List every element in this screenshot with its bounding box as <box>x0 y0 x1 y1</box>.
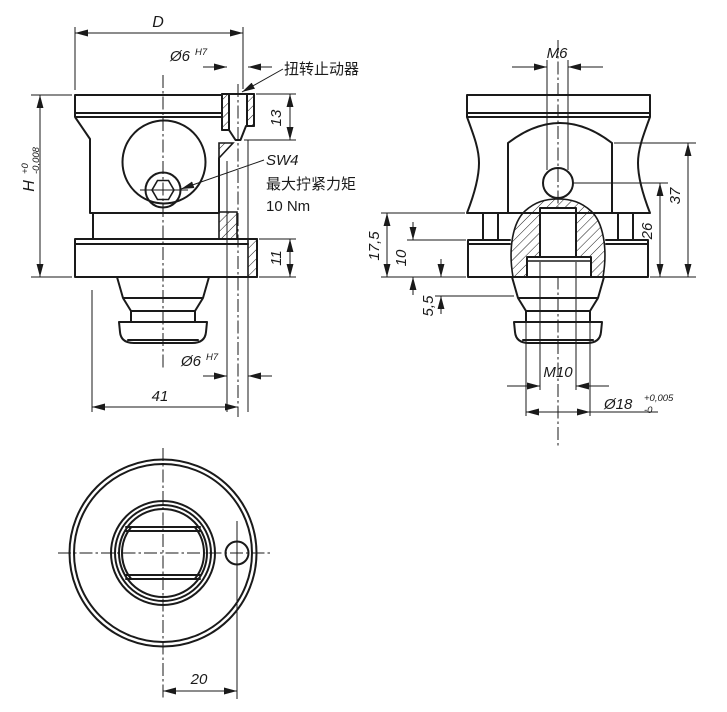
fit-label-hole-bottom: H7 <box>206 352 219 363</box>
bottom-view: 20 <box>58 448 272 700</box>
side-body-outline <box>466 94 651 214</box>
dim-label-H-tol-lower: -0,008 <box>31 146 42 174</box>
screw-head-circle <box>121 119 207 205</box>
torsion-stop-leader <box>241 68 284 93</box>
plug-ring-inner-circle <box>114 504 212 602</box>
dim-label-d18: Ø18 <box>603 396 633 413</box>
dim-label-5-5: 5,5 <box>420 295 437 317</box>
torque-value: 10 Nm <box>266 198 310 215</box>
front-torsion-stop-outline <box>221 93 255 141</box>
dim-label-10: 10 <box>393 249 410 266</box>
sw4-label: SW4 <box>266 152 299 169</box>
thread-slot <box>539 207 577 258</box>
front-extension-lines <box>31 27 296 412</box>
dim-label-hole-top: Ø6 <box>169 48 191 65</box>
torsion-stop-label: 扭转止动器 <box>284 61 359 78</box>
thread-slot-base <box>526 256 592 278</box>
dim-label-d18-tol-upper: +0,005 <box>644 393 674 404</box>
dim-label-20: 20 <box>190 671 208 688</box>
plug-ring-outer-circle <box>110 500 216 606</box>
dim-label-D: D <box>152 14 164 31</box>
dim-label-26: 26 <box>639 222 656 240</box>
front-view: D Ø6 H7 扭转止动器 13 H +0 -0,008 SW4 最大拧紧力矩 … <box>20 14 359 417</box>
flange-boss-section <box>247 238 258 278</box>
dim-label-d18-tol-lower: -0 <box>644 405 653 416</box>
dim-label-hole-bottom: Ø6 <box>180 353 202 370</box>
side-flange-outline <box>467 212 649 278</box>
m6-hole-circle <box>542 167 574 199</box>
side-view: M6 17,5 10 5,5 26 37 M10 Ø18 +0,005 -0 <box>366 40 696 448</box>
dim-label-37: 37 <box>667 187 684 204</box>
flange-outer-circle <box>68 458 258 648</box>
dim-label-17-5: 17,5 <box>366 231 383 261</box>
dim-label-41: 41 <box>152 388 169 405</box>
side-extension-lines <box>381 60 696 416</box>
torque-label: 最大拧紧力矩 <box>266 176 356 193</box>
torsion-stop-right-wall-section <box>246 93 255 127</box>
body-wall-section-block <box>218 211 238 240</box>
dim-label-11: 11 <box>268 250 285 266</box>
flange-chamfer-circle <box>73 463 253 643</box>
dim-label-13: 13 <box>268 109 285 126</box>
dim-label-m10: M10 <box>543 364 573 381</box>
dim-label-H-group: H +0 -0,008 <box>20 146 42 191</box>
dim-label-H: H <box>21 180 38 192</box>
body-corner-section <box>218 142 235 161</box>
bore-flat-lines <box>125 526 201 580</box>
dim-label-H-tol-upper: +0 <box>20 162 31 174</box>
front-plug-outline <box>116 276 210 344</box>
fit-label-hole-top: H7 <box>195 47 208 58</box>
torsion-stop-left-wall-section <box>221 93 230 131</box>
dim-label-m6: M6 <box>547 45 568 62</box>
bore-thread-circle <box>118 508 208 598</box>
front-body-outline <box>74 94 223 240</box>
front-flange-outline <box>74 238 258 278</box>
sw4-leader <box>180 159 265 190</box>
